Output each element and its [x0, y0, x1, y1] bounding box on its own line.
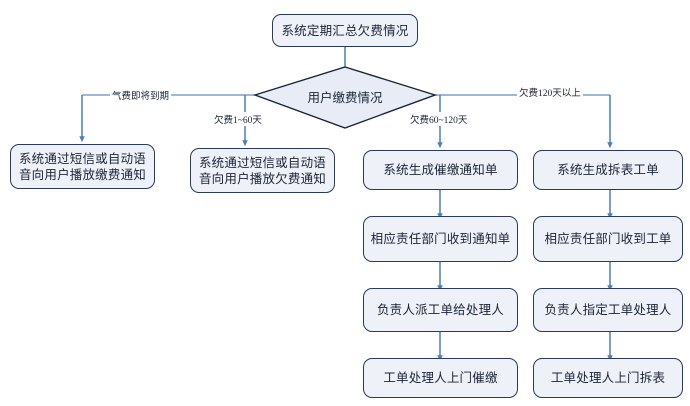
node-col2-1[interactable]: 系统通过短信或自动语音向用户播放欠费通知 [190, 148, 335, 193]
node-start[interactable]: 系统定期汇总欠费情况 [272, 14, 418, 47]
node-col4-4-label: 工单处理人上门拆表 [550, 371, 666, 385]
node-col1-1[interactable]: 系统通过短信或自动语音向用户播放缴费通知 [10, 144, 155, 189]
node-col3-2-label: 相应责任部门收到通知单 [370, 232, 511, 246]
node-col4-1-label: 系统生成拆表工单 [557, 163, 659, 177]
node-col2-1-label: 系统通过短信或自动语音向用户播放欠费通知 [198, 155, 326, 186]
branch-label-2: 欠费1~60天 [212, 112, 264, 126]
node-col4-4[interactable]: 工单处理人上门拆表 [533, 358, 683, 398]
node-col4-2-label: 相应责任部门收到工单 [544, 232, 672, 246]
decision-diamond-label[interactable]: 用户缴费情况 [295, 87, 395, 106]
node-start-label: 系统定期汇总欠费情况 [281, 23, 409, 38]
node-col3-3[interactable]: 负责人派工单给处理人 [363, 288, 518, 332]
node-col1-1-label: 系统通过短信或自动语音向用户播放缴费通知 [18, 151, 146, 182]
node-col4-1[interactable]: 系统生成拆表工单 [533, 150, 683, 190]
branch-label-1: 气费即将到期 [110, 88, 172, 102]
node-col3-2[interactable]: 相应责任部门收到通知单 [363, 216, 518, 262]
node-col3-4[interactable]: 工单处理人上门催缴 [363, 358, 518, 398]
branch-label-1-text: 气费即将到期 [112, 92, 170, 102]
node-col3-1[interactable]: 系统生成催缴通知单 [363, 150, 518, 190]
branch-label-3: 欠费60~120天 [408, 112, 470, 126]
node-col3-3-label: 负责人派工单给处理人 [376, 303, 504, 317]
branch-label-2-text: 欠费1~60天 [214, 116, 262, 126]
node-col4-2[interactable]: 相应责任部门收到工单 [533, 216, 683, 262]
node-col3-4-label: 工单处理人上门催缴 [383, 371, 498, 385]
node-col4-3-label: 负责人指定工单处理人 [544, 303, 672, 317]
branch-label-4-text: 欠费120天以上 [519, 89, 581, 99]
node-col4-3[interactable]: 负责人指定工单处理人 [533, 288, 683, 332]
decision-label-text: 用户缴费情况 [307, 91, 383, 105]
branch-label-3-text: 欠费60~120天 [410, 116, 468, 126]
node-col3-1-label: 系统生成催缴通知单 [383, 163, 498, 177]
branch-label-4: 欠费120天以上 [517, 85, 583, 99]
